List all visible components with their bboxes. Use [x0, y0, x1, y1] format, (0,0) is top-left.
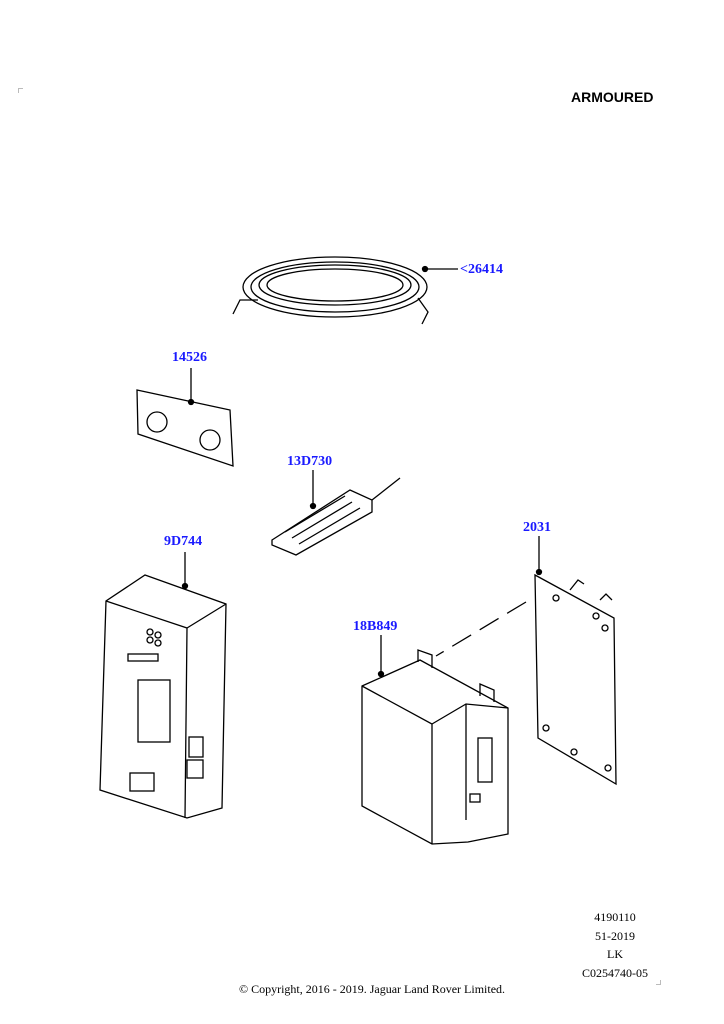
module-right-part [361, 635, 509, 845]
drawing-info: 4190110 51-2019 LK C0254740-05 [560, 908, 670, 982]
drawing-number: 4190110 [594, 910, 636, 924]
drawing-code: C0254740-05 [582, 965, 648, 980]
copyright: © Copyright, 2016 - 2019. Jaguar Land Ro… [238, 982, 506, 996]
callout-module-9D744[interactable]: 9D744 [164, 534, 203, 549]
callout-cable-26414[interactable]: <26414 [460, 262, 503, 277]
callout-bracket-2031[interactable]: 2031 [523, 520, 551, 535]
callout-remote-13D730[interactable]: 13D730 [287, 454, 333, 469]
callout-module-18B849[interactable]: 18B849 [353, 619, 398, 634]
drawing-date: 51-2019 [595, 928, 635, 943]
corner-mark [18, 88, 23, 93]
corner-mark [656, 980, 661, 985]
bracket-part [435, 536, 617, 786]
callout-plate-14526[interactable]: 14526 [172, 350, 207, 365]
plate-part [136, 368, 234, 467]
remote-part [271, 470, 401, 556]
drawing-region: LK [607, 947, 623, 961]
cable-coil [232, 256, 458, 325]
module-left-part [99, 552, 227, 819]
page-title: ARMOURED [571, 89, 654, 105]
